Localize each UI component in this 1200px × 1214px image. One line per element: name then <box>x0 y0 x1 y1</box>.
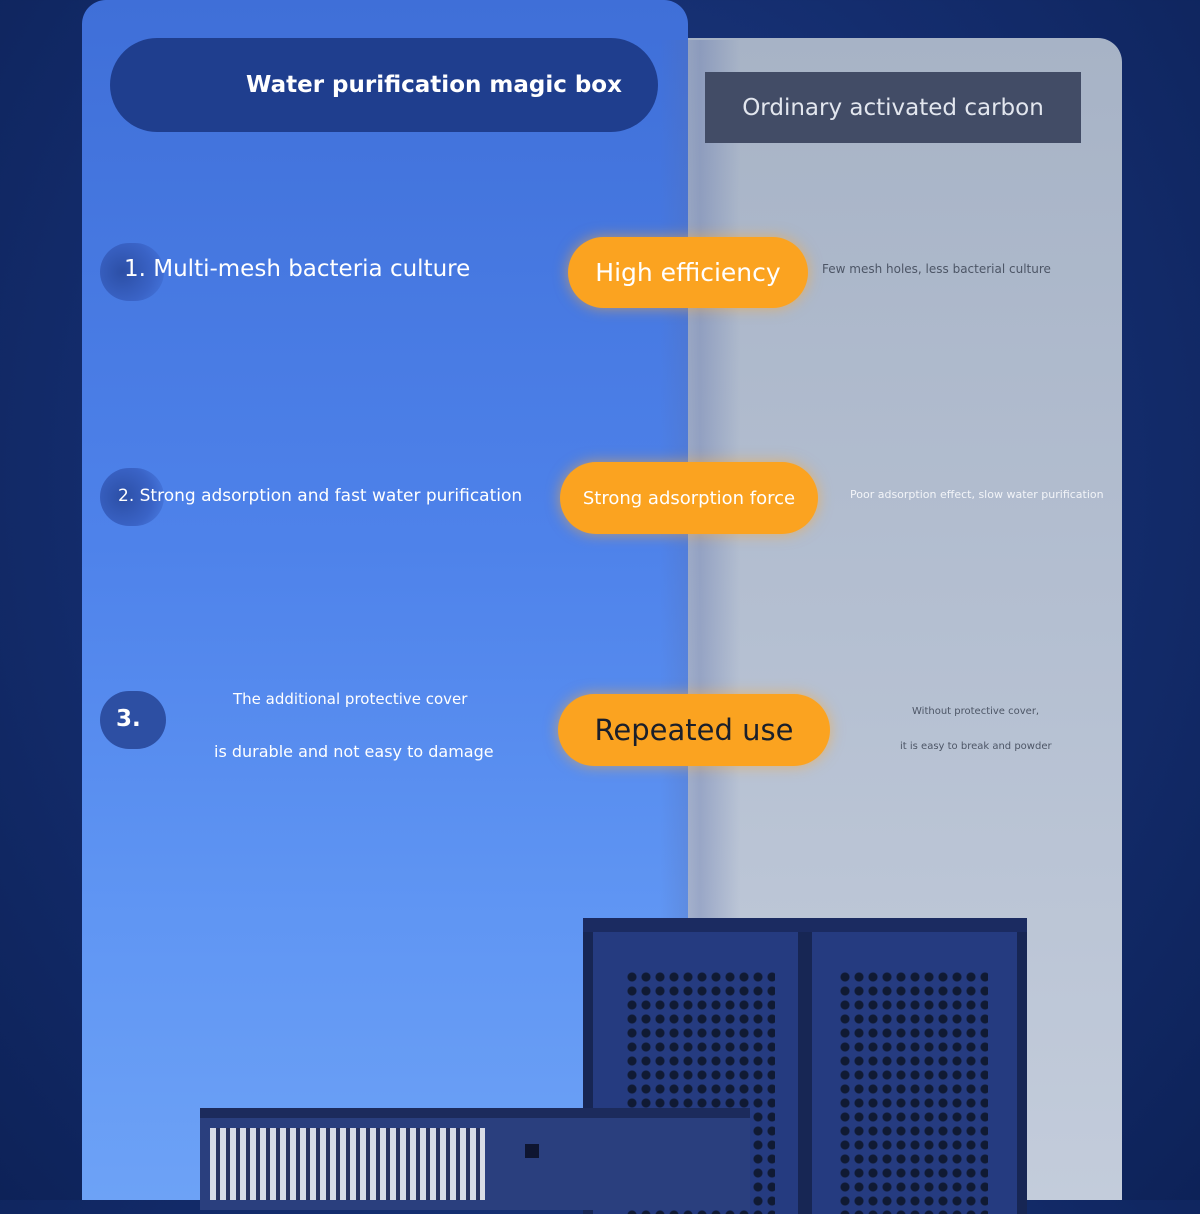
row-2-feature: 2. Strong adsorption and fast water puri… <box>118 486 523 506</box>
row-2-circle <box>100 468 164 526</box>
row-1-circle <box>100 243 164 301</box>
filter-cartridge-icon <box>200 1108 750 1210</box>
row-3-number: 3. <box>116 706 141 732</box>
row-2-comparison: Poor adsorption effect, slow water purif… <box>850 488 1104 501</box>
row-3-comparison-line-2: it is easy to break and powder <box>900 741 1052 752</box>
row-3-feature-line-2: is durable and not easy to damage <box>214 742 494 761</box>
activated-carbon-title: Ordinary activated carbon <box>705 72 1081 143</box>
row-3-comparison-line-1: Without protective cover, <box>912 706 1040 717</box>
row-2-badge: Strong adsorption force <box>560 462 818 534</box>
magic-box-title: Water purification magic box <box>110 38 658 132</box>
row-3-badge: Repeated use <box>558 694 830 766</box>
row-3-circle <box>100 691 166 749</box>
row-1-badge: High efficiency <box>568 237 808 308</box>
filter-box-icon <box>583 918 1027 1214</box>
row-3-feature-line-1: The additional protective cover <box>233 690 468 708</box>
row-1-feature: 1. Multi-mesh bacteria culture <box>124 256 471 282</box>
row-1-comparison: Few mesh holes, less bacterial culture <box>822 262 1051 276</box>
